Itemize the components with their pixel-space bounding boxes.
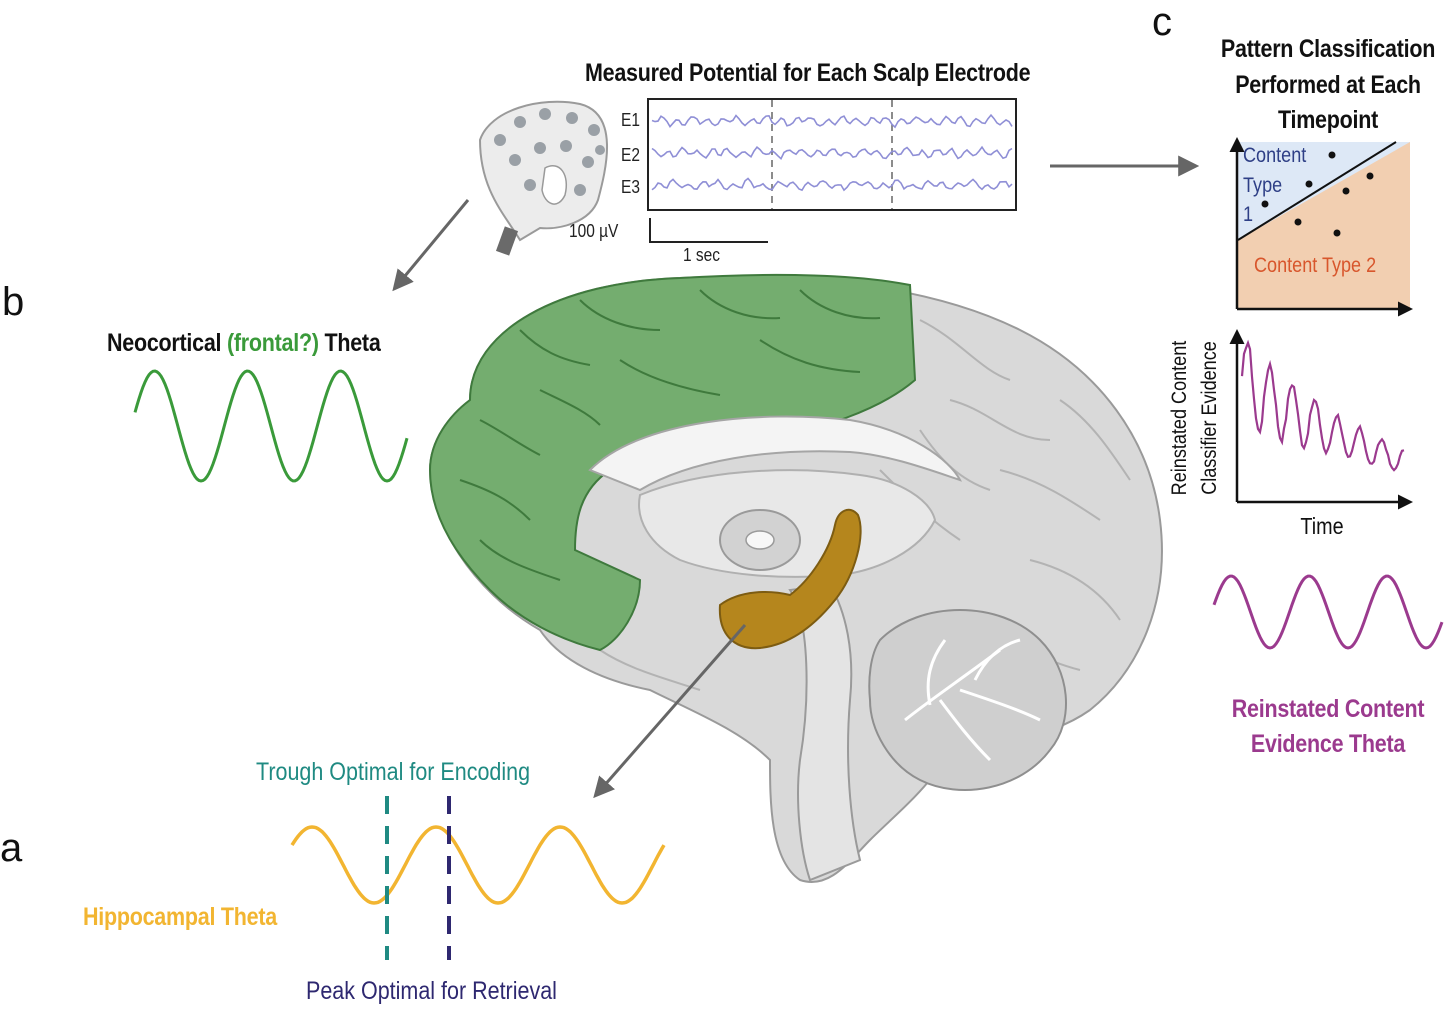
electrode-label-e2: E2 bbox=[621, 145, 640, 165]
eeg-trace-e1 bbox=[651, 113, 1013, 129]
evidence-xlabel: Time bbox=[1300, 513, 1344, 539]
reinstated-theta-wave bbox=[1212, 574, 1444, 650]
data-point bbox=[1294, 218, 1302, 226]
data-point bbox=[1305, 180, 1313, 188]
brain-illustration bbox=[428, 273, 1163, 883]
hippocampal-theta-wave bbox=[290, 825, 666, 905]
content-type1-line1: Content bbox=[1243, 144, 1307, 167]
electrode-label-e3: E3 bbox=[621, 177, 640, 197]
content-type2-label: Content Type 2 bbox=[1254, 254, 1377, 277]
neocortical-title-part3: Theta bbox=[318, 329, 381, 357]
reinstated-theta-line1: Reinstated Content bbox=[1231, 695, 1425, 723]
corpus-callosum bbox=[588, 415, 962, 492]
data-point bbox=[1366, 172, 1374, 180]
electrode-label-e1: E1 bbox=[621, 110, 640, 130]
cerebellum bbox=[868, 609, 1067, 791]
arrow-to-hippocampal bbox=[593, 624, 747, 799]
trough-label: Trough Optimal for Encoding bbox=[256, 758, 531, 786]
content-type1-line3: 1 bbox=[1243, 203, 1254, 226]
hippocampal-label: Hippocampal Theta bbox=[83, 903, 277, 931]
classification-title-line2: Performed at Each bbox=[1235, 71, 1421, 99]
eeg-trace-e3 bbox=[651, 177, 1013, 192]
data-point bbox=[1342, 187, 1350, 195]
scale-time-label: 1 sec bbox=[683, 245, 721, 265]
panel-label-b: b bbox=[2, 280, 25, 324]
classification-title-line1: Pattern Classification bbox=[1220, 35, 1436, 63]
evidence-ylabel-line2: Classifier Evidence bbox=[1198, 341, 1221, 495]
neocortical-title: Neocortical (frontal?) Theta bbox=[107, 329, 381, 358]
classification-title-line3: Timepoint bbox=[1277, 106, 1379, 134]
eeg-scale-bar bbox=[649, 218, 768, 243]
eeg-cap bbox=[478, 100, 608, 256]
panel-label-a: a bbox=[0, 826, 23, 870]
classification-plot bbox=[1229, 137, 1413, 317]
neocortical-title-part2: (frontal?) bbox=[226, 329, 319, 357]
eeg-panel bbox=[647, 98, 1017, 243]
eeg-title: Measured Potential for Each Scalp Electr… bbox=[585, 59, 1031, 87]
peak-label: Peak Optimal for Retrieval bbox=[306, 977, 557, 1005]
reinstated-theta-line2: Evidence Theta bbox=[1250, 730, 1406, 758]
brainstem bbox=[788, 583, 862, 882]
scale-voltage-label: 100 µV bbox=[569, 221, 619, 241]
panel-label-c: c bbox=[1152, 0, 1172, 44]
hippocampus bbox=[718, 508, 862, 650]
data-point bbox=[1328, 151, 1336, 159]
content-type1-line2: Type bbox=[1243, 174, 1283, 197]
evidence-ylabel-line1: Reinstated Content bbox=[1168, 340, 1191, 496]
neocortical-theta-wave bbox=[133, 369, 409, 483]
neocortical-title-part1: Neocortical bbox=[107, 329, 227, 357]
arrow-to-neocortical bbox=[392, 199, 470, 292]
data-point bbox=[1333, 229, 1341, 237]
eeg-trace-e2 bbox=[651, 145, 1013, 161]
classifier-evidence-trace bbox=[1240, 339, 1405, 472]
evidence-plot bbox=[1229, 329, 1413, 510]
data-point bbox=[1261, 200, 1269, 208]
decision-boundary bbox=[1237, 141, 1397, 241]
